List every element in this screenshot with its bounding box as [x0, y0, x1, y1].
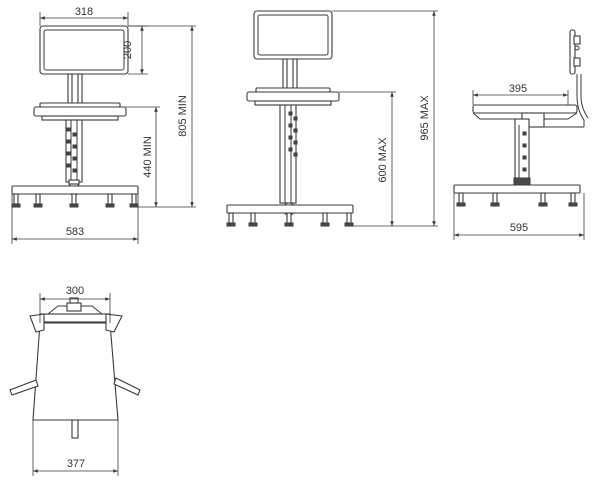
star-base [226, 204, 354, 214]
seat [39, 102, 121, 108]
star-base [11, 185, 139, 195]
front-view-max: 600 MAX 965 MAX [226, 10, 438, 227]
base-feet [226, 212, 354, 227]
backrest-post [67, 73, 73, 105]
base-leg-front [71, 419, 79, 439]
dim-seat-height-min: 440 MIN [142, 136, 154, 178]
seat [472, 104, 578, 114]
dim-seat-width: 300 [66, 285, 84, 297]
side-profile-view: 395 595 [453, 29, 589, 240]
dim-seat-depth: 395 [509, 83, 527, 95]
seat-plate-top [39, 313, 111, 323]
footrest-rungs [66, 127, 77, 173]
dim-seat-height-max: 600 MAX [377, 137, 389, 183]
dim-total-height-max: 965 MAX [419, 95, 431, 141]
base-feet [11, 193, 139, 208]
backrest [39, 25, 129, 75]
front-view-min: 318 200 805 MIN 440 MIN 583 [11, 6, 196, 244]
dim-backrest-height: 200 [122, 41, 134, 59]
backrest-support [576, 74, 585, 127]
seat [255, 87, 331, 93]
dim-base-width: 583 [66, 226, 84, 238]
star-base [453, 184, 581, 194]
base-feet [456, 192, 578, 207]
gas-column [514, 118, 530, 186]
dim-base-depth: 595 [510, 222, 528, 234]
backrest [253, 10, 333, 60]
footrest-rungs [288, 111, 298, 157]
dim-total-height-min: 805 MIN [177, 95, 189, 137]
dim-backrest-width: 318 [75, 6, 93, 18]
side-handle-left [29, 313, 45, 333]
side-handle-right [105, 313, 123, 333]
base-leg-left [9, 379, 39, 396]
dim-top-base-width: 377 [67, 458, 85, 470]
center-knob [66, 302, 82, 312]
top-view: 300 377 [9, 285, 141, 476]
seat-top [32, 322, 119, 421]
footrest-rungs [522, 131, 527, 172]
base-leg-right [113, 377, 141, 396]
